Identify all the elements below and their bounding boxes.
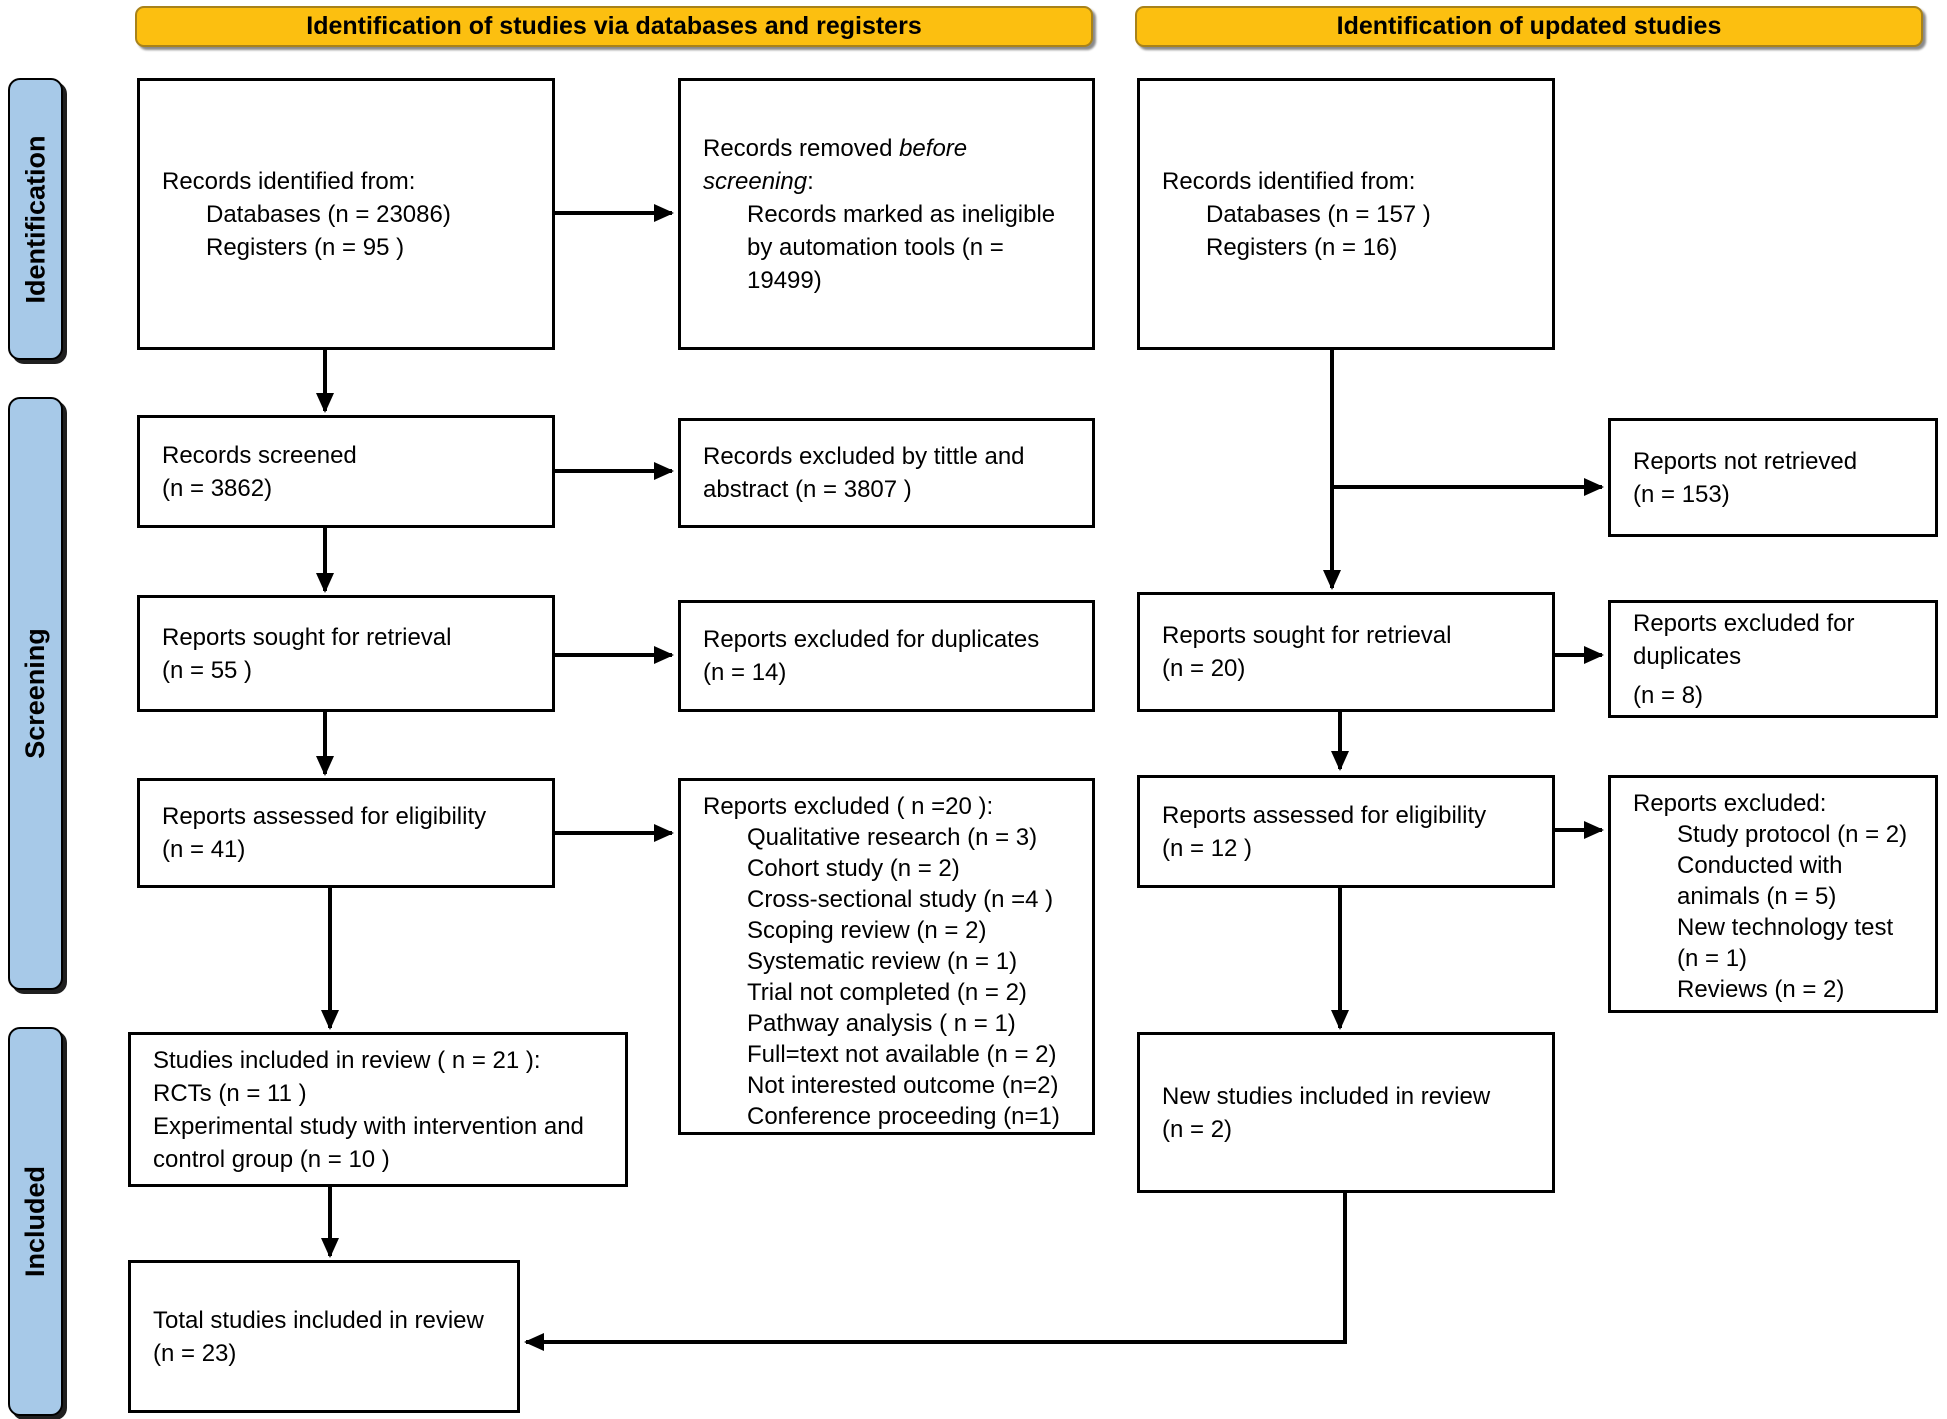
records-removed-title: Records removed before screening: [703,134,968,195]
updated-records-registers: Registers (n = 16) [1206,233,1398,261]
header-updated-studies: Identification of updated studies [1135,6,1923,47]
records-screened-line1: Records screened [162,441,357,469]
excluded-item-fulltext: Full=text not available (n = 2) [747,1041,1057,1068]
excluded-item-cross-sectional: Cross-sectional study (n =4 ) [747,886,1054,913]
updated-records-databases: Databases (n = 157 ) [1206,200,1431,228]
updated-reports-assessed-line1: Reports assessed for eligibility [1162,801,1487,829]
updated-duplicates-line3: (n = 8) [1633,681,1704,709]
phase-included-label: Included [20,1165,51,1278]
records-identified-databases: Databases (n = 23086) [206,200,451,228]
records-removed-box: Records removed before screening: Record… [678,78,1095,350]
updated-excluded-reviews: Reviews (n = 2) [1677,976,1845,1003]
reports-assessed-box: Reports assessed for eligibility (n = 41… [137,778,555,888]
reports-sought-box: Reports sought for retrieval (n = 55 ) [137,595,555,712]
phase-screening-label: Screening [20,628,51,759]
arrow-new-studies-to-total [524,1193,1347,1351]
updated-excluded-animals: Conducted with animals (n = 5) [1677,852,1843,910]
reports-not-retrieved-box: Reports not retrieved (n = 153) [1608,418,1938,537]
updated-records-identified-title: Records identified from: [1162,167,1416,195]
updated-reports-sought-line1: Reports sought for retrieval [1162,622,1452,649]
new-studies-line2: (n = 2) [1162,1115,1233,1143]
total-studies-line1: Total studies included in review [153,1306,484,1334]
excluded-item-scoping: Scoping review (n = 2) [747,917,987,944]
total-studies-line2: (n = 23) [153,1339,237,1367]
updated-excluded-technology: New technology test (n = 1) [1677,914,1894,972]
header-databases-registers: Identification of studies via databases … [135,6,1093,47]
reports-not-retrieved-line1: Reports not retrieved [1633,447,1858,475]
records-identified-registers: Registers (n = 95 ) [206,233,405,261]
records-identified-title: Records identified from: [162,167,416,195]
excluded-item-qualitative: Qualitative research (n = 3) [747,824,1038,851]
updated-duplicates-line2: duplicates [1633,642,1742,670]
records-identified-box: Records identified from: Databases (n = … [137,78,555,350]
reports-sought-line2: (n = 55 ) [162,656,253,684]
phase-screening: Screening [8,397,63,990]
records-screened-box: Records screened (n = 3862) [137,415,555,528]
records-removed-item: Records marked as ineligible by automati… [747,200,1056,294]
records-screened-line2: (n = 3862) [162,474,273,502]
new-studies-line1: New studies included in review [1162,1082,1491,1110]
studies-included-line3: Experimental study with intervention and… [153,1112,584,1173]
reports-excluded-duplicates-line2: (n = 14) [703,659,787,686]
records-removed-italic: before screening [703,134,968,195]
reports-excluded-list-box: Reports excluded ( n =20 ): Qualitative … [678,778,1095,1135]
header-databases-registers-label: Identification of studies via databases … [306,12,922,40]
excluded-item-trial: Trial not completed (n = 2) [747,979,1027,1006]
reports-excluded-list-title: Reports excluded ( n =20 ): [703,793,994,820]
updated-reports-excluded-title: Reports excluded: [1633,790,1827,817]
excluded-item-cohort: Cohort study (n = 2) [747,855,960,882]
updated-duplicates-excluded-box: Reports excluded for duplicates (n = 8) [1608,600,1938,718]
excluded-item-systematic: Systematic review (n = 1) [747,948,1018,975]
updated-reports-excluded-box: Reports excluded: Study protocol (n = 2)… [1608,775,1938,1013]
updated-reports-assessed-box: Reports assessed for eligibility (n = 12… [1137,775,1555,888]
phase-identification: Identification [8,78,63,360]
updated-reports-assessed-line2: (n = 12 ) [1162,834,1253,862]
records-excluded-title-abstract-text: Records excluded by tittle and abstract … [703,443,1025,503]
reports-excluded-duplicates-box: Reports excluded for duplicates (n = 14) [678,600,1095,712]
excluded-item-outcome: Not interested outcome (n=2) [747,1072,1059,1099]
reports-not-retrieved-line2: (n = 153) [1633,480,1730,508]
studies-included-line2: RCTs (n = 11 ) [153,1079,307,1107]
updated-excluded-protocol: Study protocol (n = 2) [1677,821,1908,848]
excluded-item-pathway: Pathway analysis ( n = 1) [747,1010,1016,1037]
updated-records-identified-box: Records identified from: Databases (n = … [1137,78,1555,350]
new-studies-box: New studies included in review (n = 2) [1137,1032,1555,1193]
total-studies-box: Total studies included in review (n = 23… [128,1260,520,1413]
reports-excluded-duplicates-line1: Reports excluded for duplicates [703,626,1040,653]
reports-assessed-line2: (n = 41) [162,836,246,863]
excluded-item-conference: Conference proceeding (n=1) [747,1103,1060,1130]
studies-included-line1: Studies included in review ( n = 21 ): [153,1046,541,1074]
studies-included-box: Studies included in review ( n = 21 ): R… [128,1032,628,1187]
records-excluded-title-abstract-box: Records excluded by tittle and abstract … [678,418,1095,528]
updated-reports-sought-box: Reports sought for retrieval (n = 20) [1137,592,1555,712]
header-updated-studies-label: Identification of updated studies [1336,12,1722,40]
updated-duplicates-line1: Reports excluded for [1633,609,1855,637]
phase-identification-label: Identification [20,135,50,303]
reports-assessed-line1: Reports assessed for eligibility [162,803,487,830]
updated-reports-sought-line2: (n = 20) [1162,655,1246,682]
reports-sought-line1: Reports sought for retrieval [162,623,452,651]
phase-included: Included [8,1027,63,1416]
